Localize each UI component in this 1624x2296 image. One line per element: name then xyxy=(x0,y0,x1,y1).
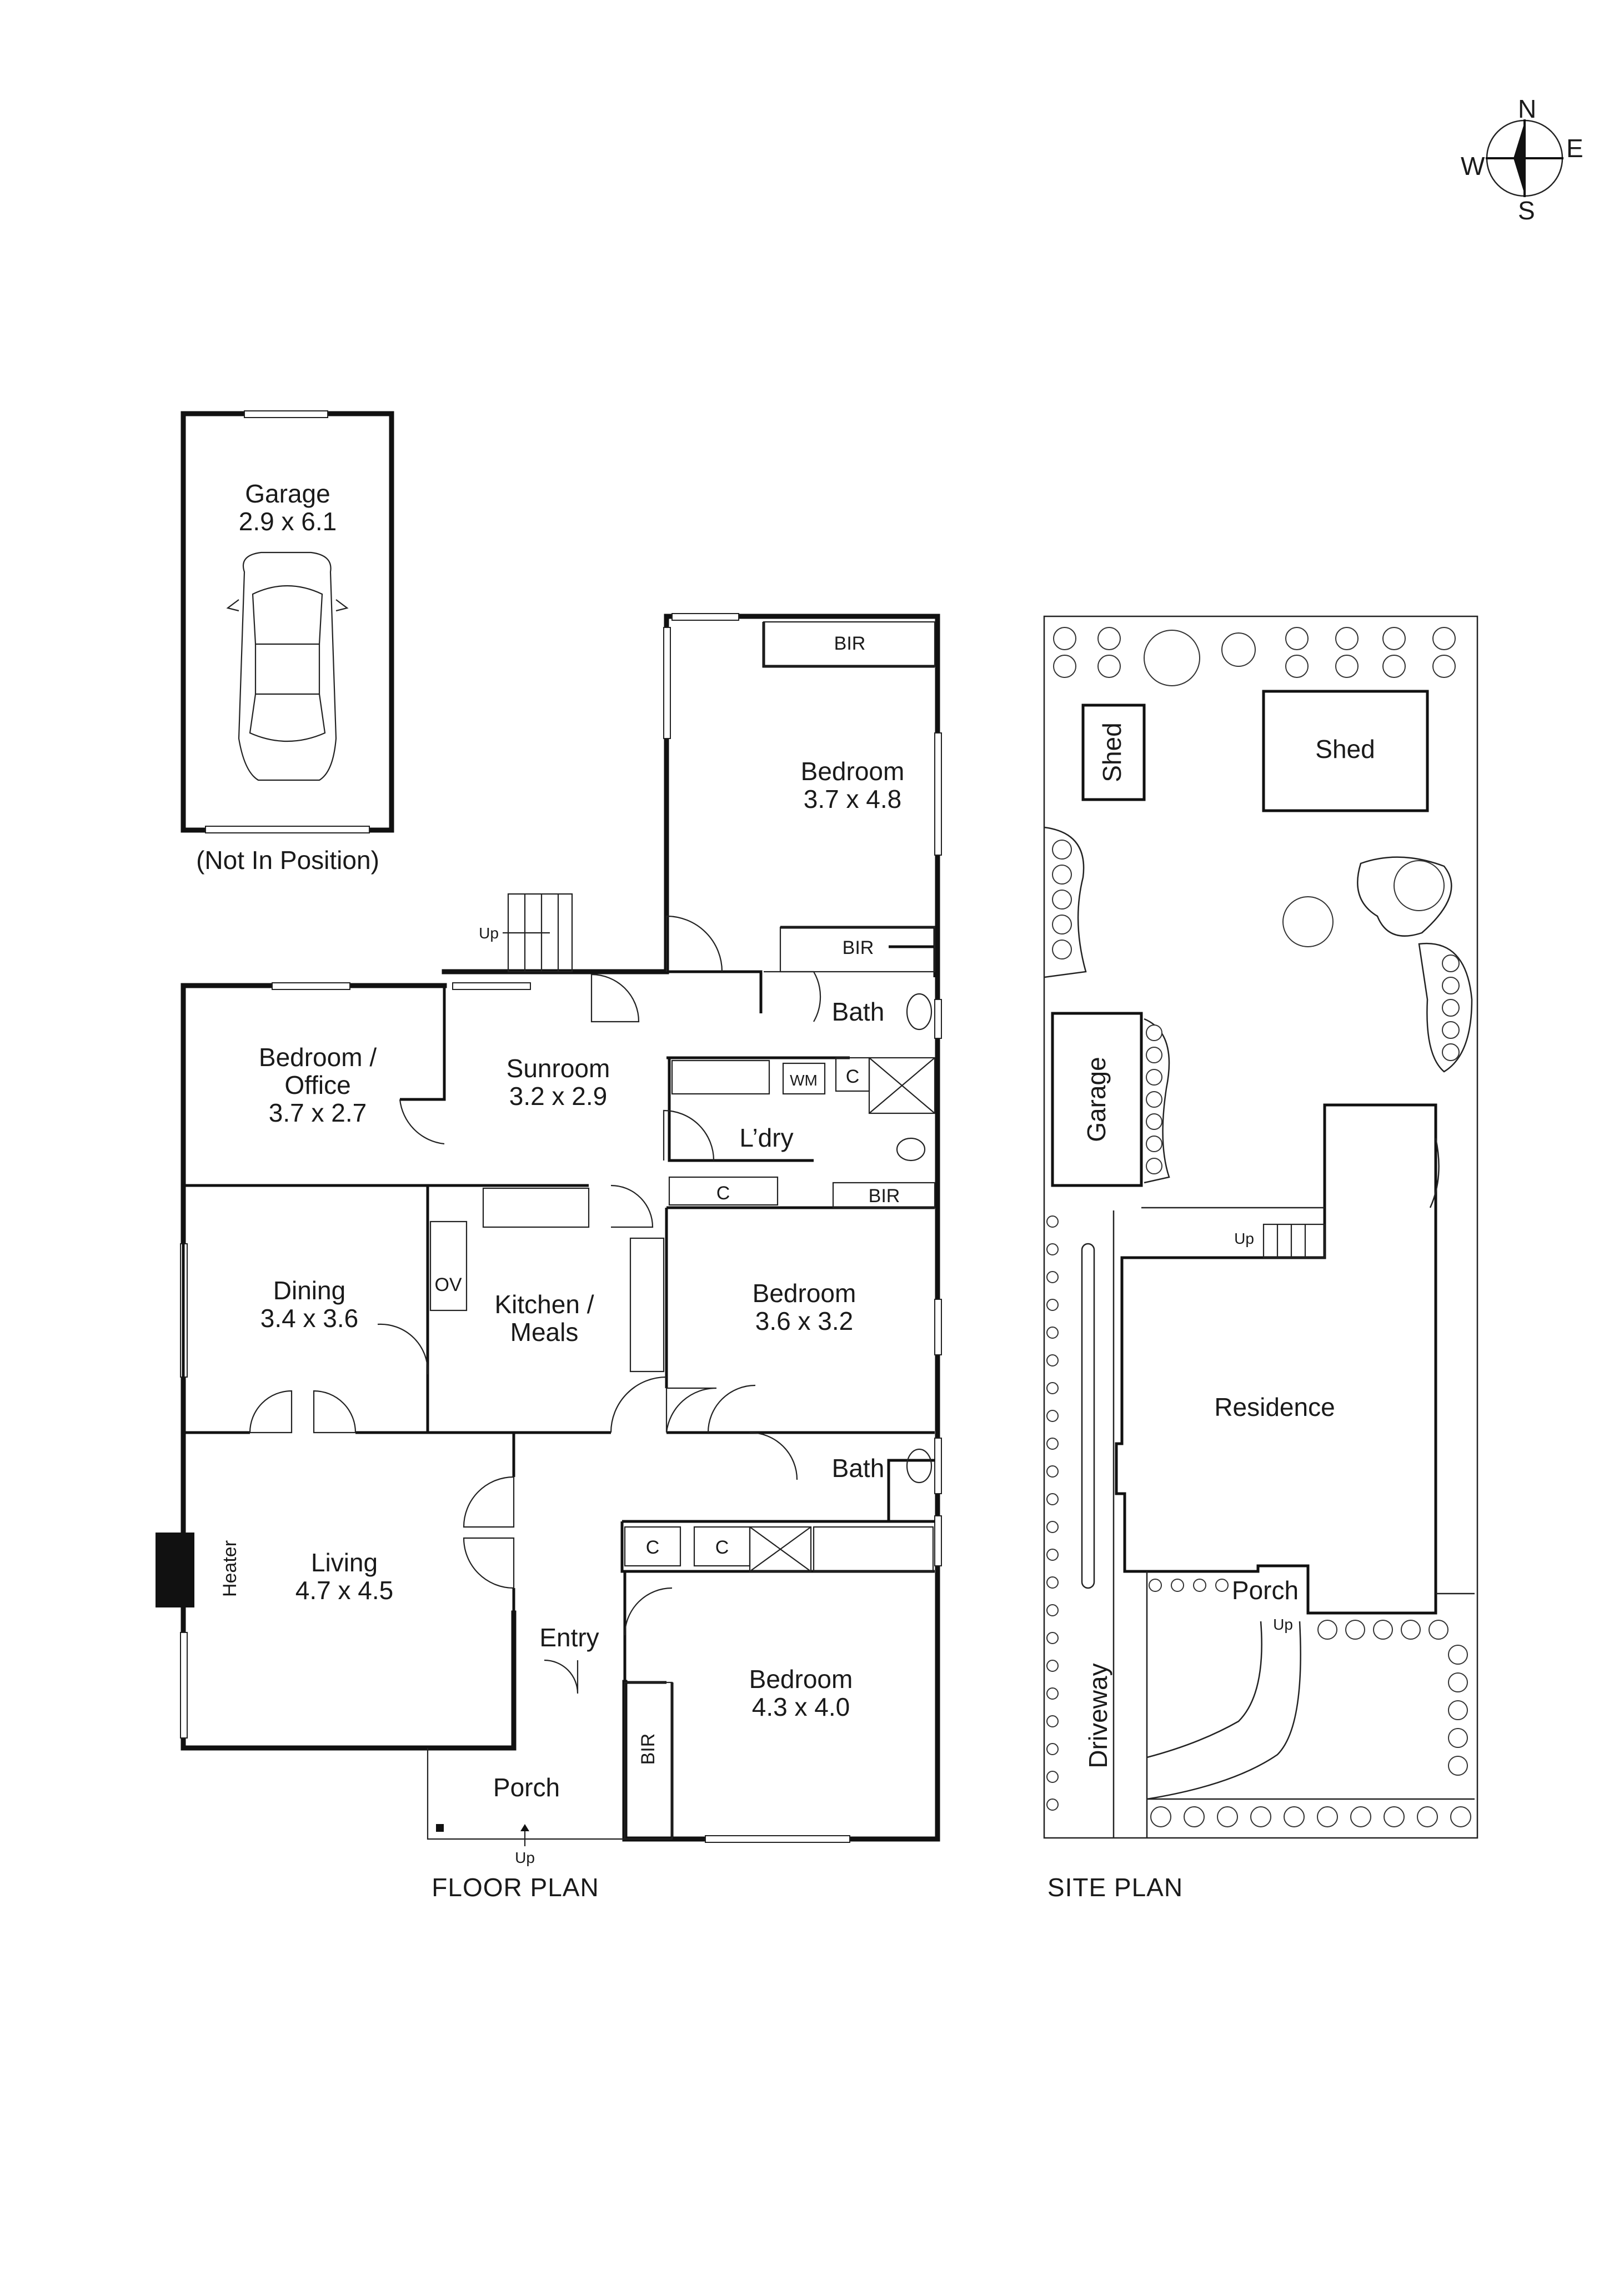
porch-label: Porch xyxy=(493,1773,560,1802)
floor-plan-caption: FLOOR PLAN xyxy=(432,1873,599,1902)
compass-north: N xyxy=(1518,94,1536,123)
compass-west: W xyxy=(1461,152,1485,180)
bir4-label: BIR xyxy=(638,1734,659,1765)
stairs-up-label: Up xyxy=(479,925,499,942)
site-driveway-label: Driveway xyxy=(1084,1663,1112,1768)
bath1-label: Bath xyxy=(832,997,885,1026)
sunroom-size: 3.2 x 2.9 xyxy=(509,1082,607,1111)
garage-label: Garage xyxy=(245,479,330,508)
site-stairs-up-label: Up xyxy=(1234,1230,1254,1247)
site-plan: Shed Shed Garage Residence Porch Up Up D… xyxy=(1043,615,1478,1902)
washing-machine-label: WM xyxy=(790,1072,818,1089)
site-porch-label: Porch xyxy=(1232,1576,1299,1605)
garage-plan: Garage 2.9 x 6.1 (Not In Position) xyxy=(181,410,394,875)
bir3-label: BIR xyxy=(869,1185,900,1207)
bedroom1-size: 3.7 x 4.8 xyxy=(804,785,901,813)
site-residence-label: Residence xyxy=(1214,1393,1335,1421)
living-label: Living xyxy=(311,1548,378,1577)
compass-south: S xyxy=(1518,196,1535,225)
bedroom2-size: 3.6 x 3.2 xyxy=(755,1307,853,1335)
tree-icons xyxy=(1046,627,1471,1827)
garage-note: (Not In Position) xyxy=(196,846,379,875)
bedroom1-label: Bedroom xyxy=(801,757,905,786)
bath2-label: Bath xyxy=(832,1454,885,1483)
compass-east: E xyxy=(1566,134,1583,163)
porch-up-label: Up xyxy=(515,1849,535,1866)
site-shed-small-label: Shed xyxy=(1097,722,1126,782)
cupboard-c1-label: C xyxy=(846,1066,860,1087)
kitchen-label-2: Meals xyxy=(510,1318,579,1347)
kitchen-label-1: Kitchen / xyxy=(495,1290,594,1319)
cupboard-c4-label: C xyxy=(715,1537,729,1558)
site-plan-caption: SITE PLAN xyxy=(1047,1873,1183,1902)
cupboard-c3-label: C xyxy=(646,1537,660,1558)
site-porch-up-label: Up xyxy=(1273,1616,1293,1633)
heater-label: Heater xyxy=(219,1540,240,1597)
oven-label: OV xyxy=(434,1274,462,1295)
site-shed-large-label: Shed xyxy=(1315,735,1375,763)
bedroom3-size: 4.3 x 4.0 xyxy=(752,1692,850,1721)
cupboard-c2-label: C xyxy=(716,1183,730,1204)
car-icon xyxy=(226,551,349,781)
entry-label: Entry xyxy=(539,1623,599,1652)
bir2-label: BIR xyxy=(843,937,874,958)
heater-block xyxy=(156,1533,194,1607)
bedroom-office-size: 3.7 x 2.7 xyxy=(269,1098,367,1127)
sunroom-label: Sunroom xyxy=(507,1054,610,1083)
bedroom-office-label-1: Bedroom / xyxy=(259,1043,377,1072)
floor-plan: Bedroom 3.7 x 4.8 BIR BIR Bath Bedroom /… xyxy=(156,613,942,1902)
bedroom3-label: Bedroom xyxy=(749,1665,853,1694)
dining-label: Dining xyxy=(273,1276,345,1305)
bir1-label: BIR xyxy=(834,633,866,654)
dining-size: 3.4 x 3.6 xyxy=(260,1304,358,1333)
living-size: 4.7 x 4.5 xyxy=(295,1576,393,1605)
site-garage-label: Garage xyxy=(1082,1057,1111,1142)
compass: N E S W xyxy=(1461,94,1583,225)
bedroom2-label: Bedroom xyxy=(753,1279,856,1308)
garage-size: 2.9 x 6.1 xyxy=(239,507,337,536)
bedroom-office-label-2: Office xyxy=(284,1071,350,1099)
laundry-label: L’dry xyxy=(739,1123,793,1152)
